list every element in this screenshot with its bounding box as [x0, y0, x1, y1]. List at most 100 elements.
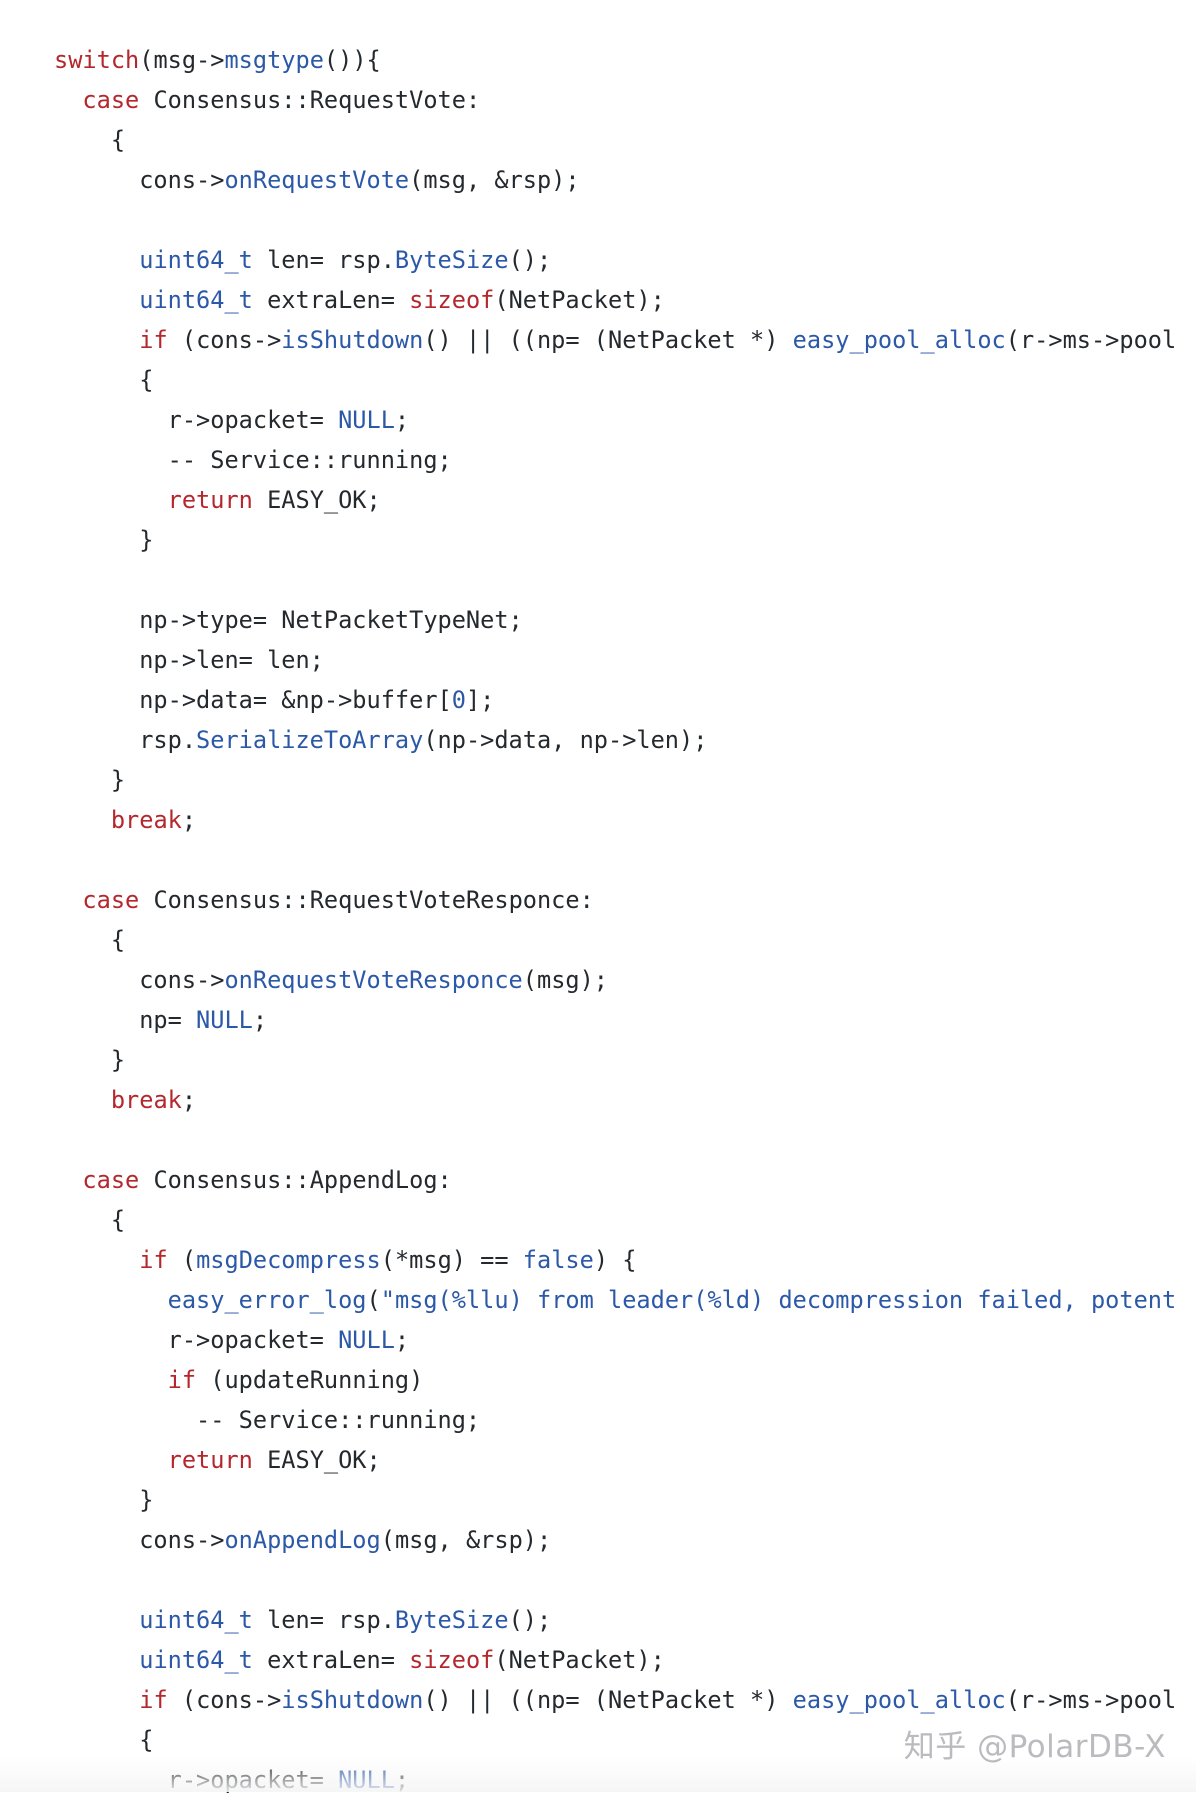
code-token: sizeof: [409, 1646, 495, 1674]
code-token: cons->: [54, 1526, 225, 1554]
code-line: r->opacket= NULL;: [54, 1320, 1196, 1360]
code-line: -- Service::running;: [54, 440, 1196, 480]
code-token: [54, 1646, 139, 1674]
code-token: if: [139, 1246, 168, 1274]
code-line: [54, 1120, 1196, 1160]
code-token: len= rsp.: [252, 246, 395, 274]
code-token: r->opacket=: [54, 1326, 339, 1354]
code-line: if (cons->isShutdown() || ((np= (NetPack…: [54, 320, 1196, 360]
code-line: case Consensus::RequestVoteResponce:: [54, 880, 1196, 920]
code-line: cons->onRequestVoteResponce(msg);: [54, 960, 1196, 1000]
code-token: NULL: [338, 406, 395, 434]
code-token: [54, 1366, 168, 1394]
code-token: {: [54, 1206, 126, 1234]
code-token: {: [54, 926, 126, 954]
code-token: (cons->: [167, 326, 282, 354]
code-line: case Consensus::AppendLog:: [54, 1160, 1196, 1200]
code-token: }: [54, 1046, 126, 1074]
code-token: -- Service::running;: [54, 1406, 481, 1434]
code-line: uint64_t extraLen= sizeof(NetPacket);: [54, 1640, 1196, 1680]
code-line: return EASY_OK;: [54, 1440, 1196, 1480]
code-line: break;: [54, 1080, 1196, 1120]
code-token: Consensus::AppendLog:: [139, 1166, 452, 1194]
code-token: if: [139, 1686, 168, 1714]
code-token: ;: [394, 406, 410, 434]
code-token: (msg->: [139, 46, 225, 74]
code-token: (NetPacket);: [494, 1646, 665, 1674]
code-token: np=: [54, 1006, 197, 1034]
code-token: rsp.: [54, 726, 197, 754]
code-token: [54, 1606, 139, 1634]
code-token: sizeof: [409, 286, 495, 314]
code-token: np->data= &np->buffer[: [54, 686, 452, 714]
code-line: if (cons->isShutdown() || ((np= (NetPack…: [54, 1680, 1196, 1720]
code-line: {: [54, 360, 1196, 400]
code-token: }: [54, 526, 154, 554]
code-token: 0: [451, 686, 466, 714]
code-token: uint64_t: [139, 246, 253, 274]
code-token: false: [522, 1246, 594, 1274]
code-token: SerializeToArray: [196, 726, 424, 754]
code-token: [54, 246, 139, 274]
code-token: -- Service::running;: [54, 446, 452, 474]
code-token: break: [110, 806, 182, 834]
code-token: [54, 326, 139, 354]
code-token: ;: [394, 1766, 410, 1794]
code-token: [54, 1286, 168, 1314]
code-line: cons->onAppendLog(msg, &rsp);: [54, 1520, 1196, 1560]
code-token: msgDecompress: [196, 1246, 381, 1274]
code-token: ) {: [593, 1246, 637, 1274]
code-line: }: [54, 520, 1196, 560]
code-token: NULL: [338, 1766, 395, 1794]
code-line: np->data= &np->buffer[0];: [54, 680, 1196, 720]
code-token: (updateRunning): [196, 1366, 424, 1394]
code-line: {: [54, 1200, 1196, 1240]
code-token: onRequestVote: [224, 166, 410, 194]
code-line: np->len= len;: [54, 640, 1196, 680]
code-token: (: [167, 1246, 197, 1274]
code-token: (msg, &rsp);: [409, 166, 580, 194]
code-token: (r->ms->pool: [1005, 1686, 1177, 1714]
code-token: cons->: [54, 166, 225, 194]
code-token: [54, 1086, 111, 1114]
code-line: rsp.SerializeToArray(np->data, np->len);: [54, 720, 1196, 760]
code-line: return EASY_OK;: [54, 480, 1196, 520]
code-token: [54, 1246, 139, 1274]
code-line: r->opacket= NULL;: [54, 400, 1196, 440]
code-token: ByteSize: [394, 246, 509, 274]
code-token: ()){: [323, 46, 381, 74]
code-token: uint64_t: [139, 286, 253, 314]
code-token: r->opacket=: [54, 406, 339, 434]
code-token: easy_error_log: [167, 1286, 367, 1314]
code-token: [54, 86, 82, 114]
code-token: NULL: [196, 1006, 253, 1034]
code-token: np->type= NetPacketTypeNet;: [54, 606, 523, 634]
code-line: cons->onRequestVote(msg, &rsp);: [54, 160, 1196, 200]
code-token: ByteSize: [394, 1606, 509, 1634]
code-token: case: [82, 86, 140, 114]
code-token: if: [167, 1366, 197, 1394]
code-token: (msg);: [522, 966, 609, 994]
code-token: isShutdown: [281, 326, 424, 354]
code-token: len= rsp.: [252, 1606, 395, 1634]
code-token: onAppendLog: [224, 1526, 381, 1554]
code-token: extraLen=: [252, 1646, 410, 1674]
code-token: {: [54, 126, 126, 154]
code-token: {: [54, 1726, 154, 1754]
code-line: {: [54, 1720, 1196, 1760]
code-token: if: [139, 326, 168, 354]
code-token: (np->data, np->len);: [423, 726, 708, 754]
code-line: r->opacket= NULL;: [54, 1760, 1196, 1800]
code-line: uint64_t len= rsp.ByteSize();: [54, 240, 1196, 280]
code-token: ;: [252, 1006, 268, 1034]
code-line: {: [54, 120, 1196, 160]
code-line: [54, 1560, 1196, 1600]
code-token: break: [110, 1086, 182, 1114]
code-token: Consensus::RequestVote:: [139, 86, 481, 114]
code-token: ();: [508, 1606, 552, 1634]
code-token: (msg, &rsp);: [380, 1526, 552, 1554]
code-token: switch: [54, 46, 140, 74]
code-line: switch(msg->msgtype()){: [54, 40, 1196, 80]
code-line: uint64_t extraLen= sizeof(NetPacket);: [54, 280, 1196, 320]
code-token: [54, 286, 139, 314]
